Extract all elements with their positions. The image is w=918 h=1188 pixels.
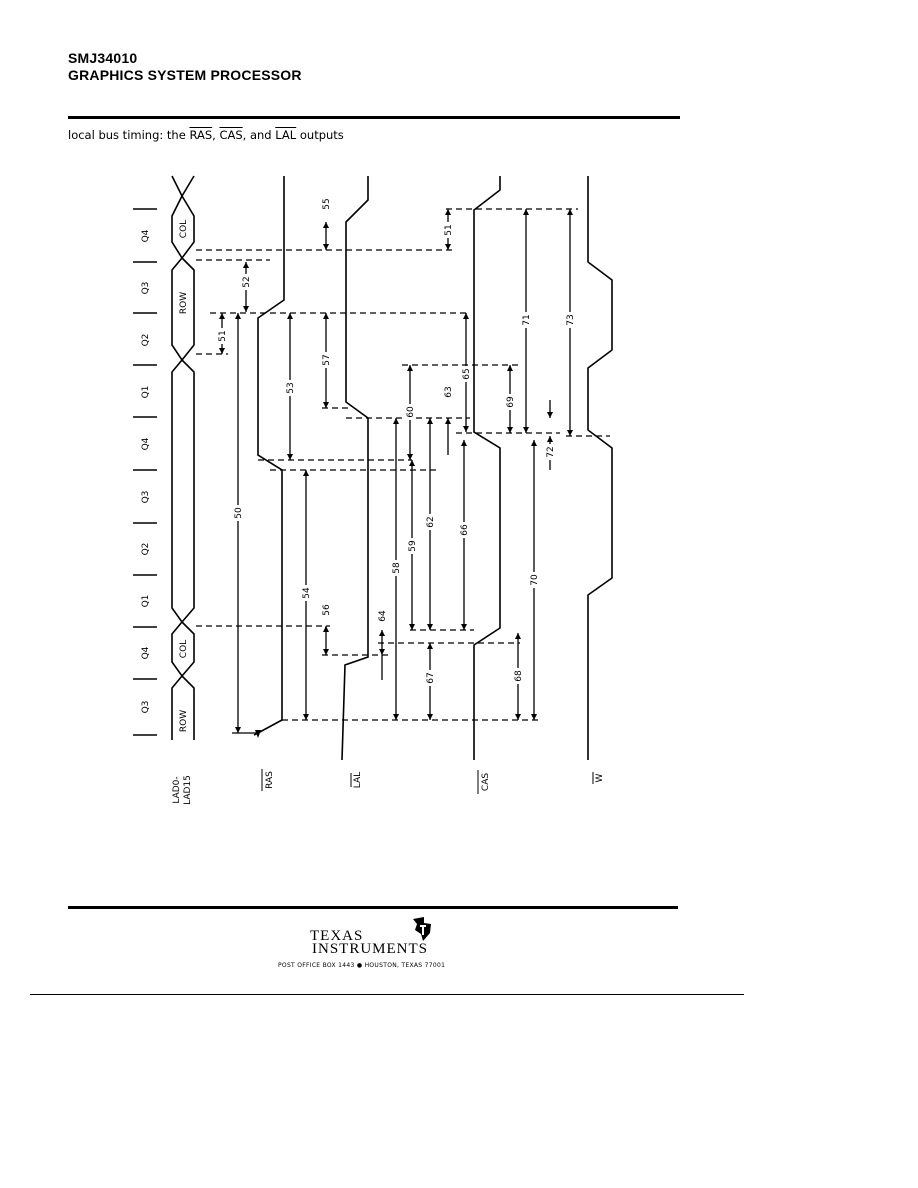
signal-label-lad: LAD15: [183, 775, 193, 805]
footer-address: POST OFFICE BOX 1443 ● HOUSTON, TEXAS 77…: [278, 962, 446, 969]
ras-waveform: [253, 176, 285, 736]
param-label: 70: [530, 574, 540, 586]
param-label: 55: [322, 198, 332, 209]
state-label: Q4: [141, 229, 151, 242]
brand-texas: TEXAS: [310, 928, 364, 944]
signal-label-w: W: [595, 773, 605, 782]
param-label: 64: [378, 610, 388, 622]
signal-label-cas: CAS: [481, 773, 491, 791]
param-label: 59: [408, 540, 418, 552]
reference-lines: [196, 208, 610, 721]
bus-field-row: ROW: [179, 710, 189, 732]
figure-caption: local bus timing: the RAS, CAS, and LAL …: [68, 128, 344, 142]
caption-cas: CAS: [219, 128, 243, 142]
state-label: Q3: [141, 491, 151, 504]
state-label: Q1: [141, 386, 151, 399]
param-label: 62: [426, 516, 436, 527]
param-label: 51: [444, 224, 454, 235]
param-label: 57: [322, 354, 332, 365]
state-label: Q1: [141, 595, 151, 608]
w-waveform: [587, 176, 613, 760]
param-label: 68: [514, 670, 524, 682]
param-label: 60: [406, 406, 416, 418]
param-label: 56: [322, 604, 332, 616]
signal-label-ras: RAS: [265, 771, 275, 789]
header-rule: [68, 116, 680, 119]
part-number: SMJ34010: [68, 50, 138, 66]
caption-lal: LAL: [275, 128, 297, 142]
lal-waveform: [341, 176, 369, 761]
param-label: 66: [460, 524, 470, 536]
bus-field-col: COL: [179, 220, 189, 238]
caption-ras: RAS: [189, 128, 213, 142]
ti-logo-icon: [413, 917, 431, 941]
param-label: 63: [444, 386, 454, 397]
lad-bus-waveform: [171, 175, 195, 740]
param-label: 69: [506, 396, 516, 408]
bus-field-col: COL: [179, 640, 189, 658]
cas-waveform: [473, 176, 501, 760]
state-label: Q2: [141, 334, 151, 347]
state-label: Q2: [141, 543, 151, 556]
param-label: 65: [462, 368, 472, 379]
param-label: 71: [522, 314, 532, 325]
bus-field-row: ROW: [179, 292, 189, 314]
param-label: 53: [286, 382, 296, 393]
brand-instruments: INSTRUMENTS: [312, 941, 429, 957]
param-label: 50: [234, 507, 244, 519]
param-label: 51: [218, 330, 228, 341]
signal-label-lad: LAD0-: [172, 776, 182, 803]
param-label: 67: [426, 672, 436, 683]
state-dividers: [133, 208, 157, 736]
state-label: Q3: [141, 701, 151, 714]
parameter-arrows: [221, 209, 571, 733]
document-subtitle: GRAPHICS SYSTEM PROCESSOR: [68, 67, 302, 83]
footer-rule: [68, 906, 678, 909]
param-label: 58: [392, 562, 402, 574]
signal-label-lal: LAL: [353, 772, 363, 788]
page-bottom-rule: [30, 994, 744, 995]
param-label: 52: [242, 276, 252, 287]
state-label: Q3: [141, 282, 151, 295]
state-label: Q4: [141, 437, 151, 450]
param-label: 73: [566, 314, 576, 325]
state-label: Q4: [141, 646, 151, 659]
param-label: 54: [302, 587, 312, 599]
param-label: 72: [546, 446, 556, 457]
